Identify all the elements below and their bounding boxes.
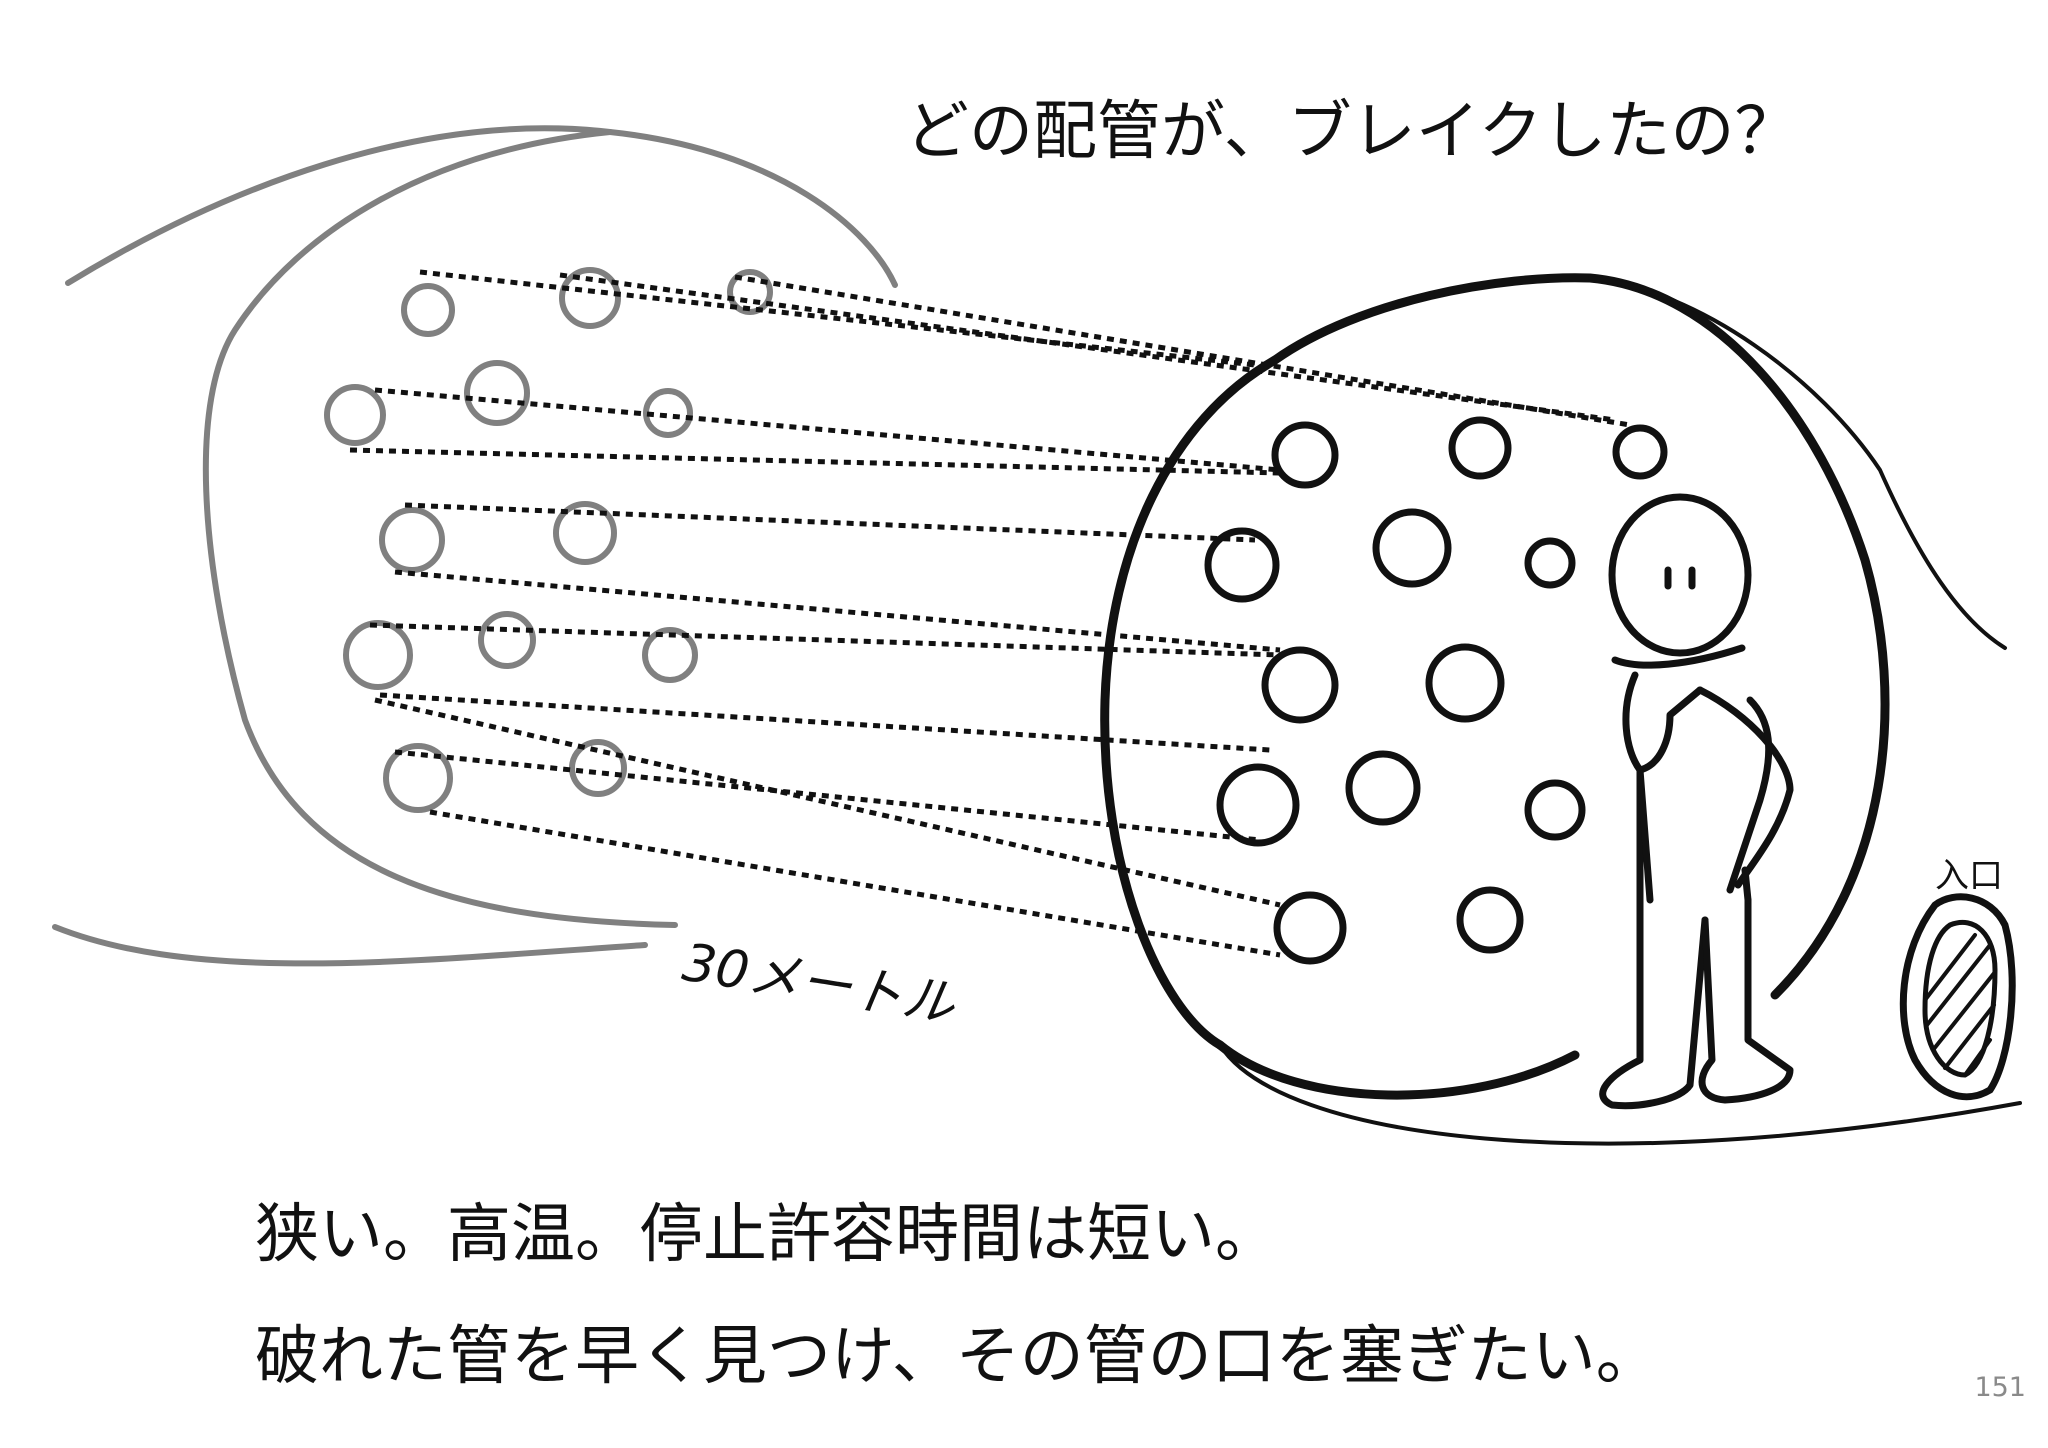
caption-line-2: 破れた管を早く見つけ、その管の口を塞ぎたい。 [255, 1320, 1660, 1394]
near-drum [1100, 273, 2022, 1146]
dotted-tube-lines [349, 269, 1631, 958]
page-title: どの配管が、ブレイクしたの？ [905, 95, 1799, 169]
near-tube-circles [1204, 416, 1668, 965]
far-tube-circles [324, 267, 773, 813]
entrance-label: 入口 [1935, 856, 2003, 896]
person-figure [1599, 493, 1794, 1110]
page-number: 151 [1974, 1372, 2026, 1403]
far-drum-outline [52, 125, 898, 967]
caption-line-1: 狭い。高温。停止許容時間は短い。 [255, 1198, 1279, 1272]
manhole-entrance [1899, 893, 2016, 1101]
